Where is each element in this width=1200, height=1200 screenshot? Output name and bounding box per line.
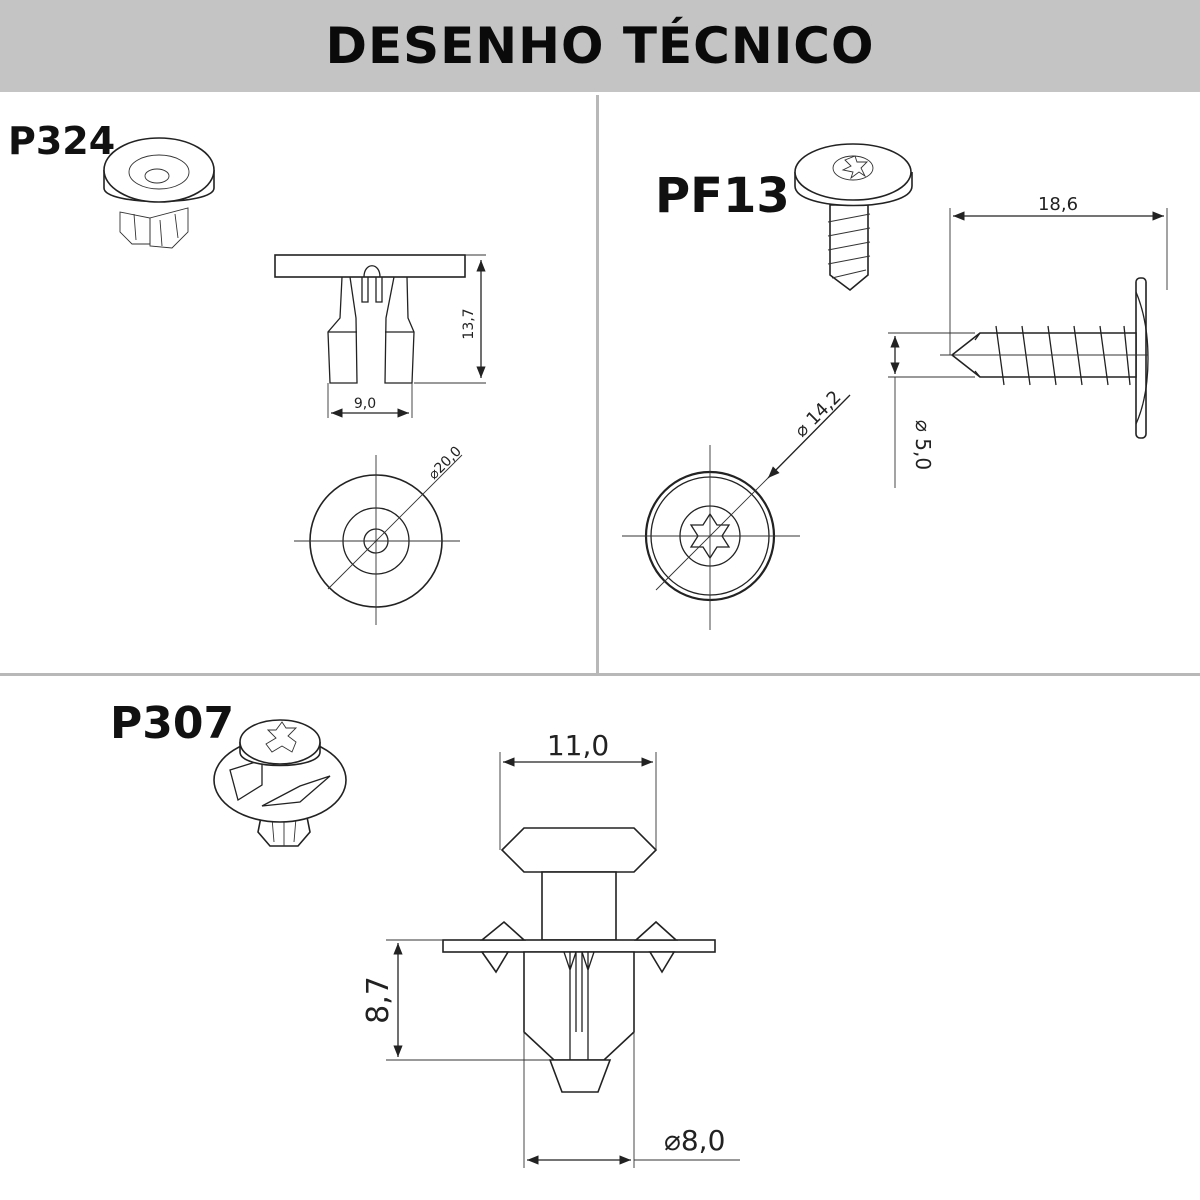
- part-code-pf13: PF13: [655, 168, 790, 224]
- vertical-divider: [596, 95, 599, 673]
- part-p324: P324 13,7 9,0: [8, 119, 486, 625]
- p324-top-view: [294, 454, 463, 625]
- pf13-thumbnail: [794, 143, 913, 292]
- p307-dim-head-width: 11,0: [547, 729, 609, 762]
- part-p307: P307 11,0: [110, 698, 740, 1168]
- page-title: DESENHO TÉCNICO: [325, 17, 875, 75]
- p324-dim-height: 13,7: [461, 308, 477, 339]
- p324-thumbnail: [103, 137, 215, 249]
- p307-thumbnail: [213, 719, 347, 847]
- part-code-p307: P307: [110, 698, 234, 749]
- p307-side-view: [442, 827, 716, 1093]
- pf13-dim-shank-diameter: ⌀ 5,0: [911, 420, 935, 470]
- p324-side-view: [274, 254, 466, 384]
- pf13-dim-length: 18,6: [1038, 194, 1078, 215]
- header-bar: DESENHO TÉCNICO: [0, 0, 1200, 92]
- pf13-dim-head-diameter: ⌀ 14,2: [791, 387, 846, 442]
- p307-dim-diameter: ⌀8,0: [664, 1124, 725, 1157]
- p307-dim-height: 8,7: [361, 976, 396, 1024]
- p324-dim-diameter: ⌀20,0: [426, 444, 465, 483]
- pf13-front-view: [622, 394, 851, 630]
- pf13-side-view: [940, 277, 1149, 439]
- part-code-p324: P324: [8, 119, 115, 163]
- p324-dim-width: 9,0: [354, 396, 376, 412]
- part-pf13: PF13 18,6 ⌀ 5,0: [622, 143, 1168, 630]
- horizontal-divider: [0, 673, 1200, 676]
